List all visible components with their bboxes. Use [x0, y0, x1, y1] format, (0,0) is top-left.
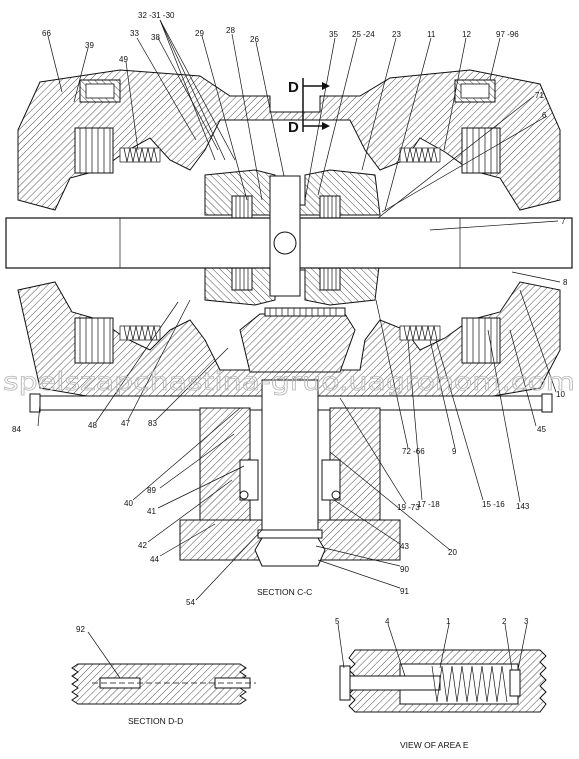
callout-1: 1 — [446, 617, 451, 626]
clutch-pack-lower-left — [74, 317, 114, 364]
gear-left-upper — [231, 195, 253, 219]
adjuster-spring — [431, 665, 508, 703]
callout-41: 41 — [147, 507, 156, 516]
callout-44: 44 — [150, 555, 159, 564]
section-dd-detail — [71, 663, 256, 705]
callout-5: 5 — [335, 617, 340, 626]
callout-143: 143 — [516, 502, 530, 511]
section-marker-d-top: D — [288, 79, 299, 96]
callout-33: 33 — [130, 29, 139, 38]
spring-upper-left — [119, 147, 161, 163]
caption-section-cc: SECTION C-C — [257, 587, 312, 597]
main-assembly — [5, 69, 573, 567]
spring-lower-left — [119, 325, 161, 341]
callout-66: 66 — [42, 29, 51, 38]
callout-49: 49 — [119, 55, 128, 64]
callout-84: 84 — [12, 425, 21, 434]
callout-4: 4 — [385, 617, 390, 626]
callout-28: 28 — [226, 26, 235, 35]
gear-left-lower — [231, 267, 253, 291]
callout-29: 29 — [195, 29, 204, 38]
callout-71: 71 — [535, 91, 544, 100]
callout-23: 23 — [392, 30, 401, 39]
callout-83: 83 — [148, 419, 157, 428]
bevel-gear — [239, 313, 356, 373]
callout-39: 39 — [85, 41, 94, 50]
callout-20: 20 — [448, 548, 457, 557]
watermark: spelszapchastina-gruo.uagronom.com — [3, 367, 575, 396]
callout-35: 35 — [329, 30, 338, 39]
callout-90: 90 — [400, 565, 409, 574]
callout-43: 43 — [400, 542, 409, 551]
callout-labels: 32 -31 -30 66 39 49 33 38 29 28 26 35 25… — [12, 11, 568, 634]
callout-91: 91 — [400, 587, 409, 596]
section-marker-d-bottom: D — [288, 119, 299, 136]
callout-92: 92 — [76, 625, 85, 634]
callout-6: 6 — [542, 111, 547, 120]
callout-89: 89 — [147, 486, 156, 495]
callout-48: 48 — [88, 421, 97, 430]
caption-area-e: VIEW OF AREA E — [400, 740, 469, 750]
area-e-detail — [339, 649, 547, 713]
callout-32-31-30: 32 -31 -30 — [138, 11, 175, 20]
callout-3: 3 — [524, 617, 529, 626]
gear-right-lower — [319, 267, 341, 291]
pinion-nut — [254, 537, 326, 567]
callout-40: 40 — [124, 499, 133, 508]
section-marker-d: D D — [288, 78, 330, 136]
clutch-pack-upper-right — [461, 127, 501, 174]
callout-12: 12 — [462, 30, 471, 39]
spring-upper-right — [399, 147, 441, 163]
callout-38: 38 — [151, 33, 160, 42]
callout-9: 9 — [452, 447, 457, 456]
center-pin — [273, 231, 297, 255]
callout-97-96: 97 -96 — [496, 30, 519, 39]
callout-17-18: 17 -18 — [417, 500, 440, 509]
callout-42: 42 — [138, 541, 147, 550]
callout-19-73: 19 -73 — [397, 503, 420, 512]
callout-15-16: 15 -16 — [482, 500, 505, 509]
callout-47: 47 — [121, 419, 130, 428]
adjusting-bolt — [344, 675, 441, 691]
callout-8: 8 — [563, 278, 568, 287]
spring-lower-right — [399, 325, 441, 341]
caption-section-dd: SECTION D-D — [128, 716, 183, 726]
callout-25-24: 25 -24 — [352, 30, 375, 39]
callout-45: 45 — [537, 425, 546, 434]
callout-11: 11 — [427, 30, 436, 39]
pinion-shaft — [261, 379, 319, 531]
clutch-pack-upper-left — [74, 127, 114, 174]
callout-2: 2 — [502, 617, 507, 626]
callout-10: 10 — [556, 390, 565, 399]
callout-72-66: 72 -66 — [402, 447, 425, 456]
callout-54: 54 — [186, 598, 195, 607]
clutch-pack-lower-right — [461, 317, 501, 364]
gear-right-upper — [319, 195, 341, 219]
leader-lines — [37, 19, 561, 679]
callout-7: 7 — [561, 217, 566, 226]
callout-26: 26 — [250, 35, 259, 44]
